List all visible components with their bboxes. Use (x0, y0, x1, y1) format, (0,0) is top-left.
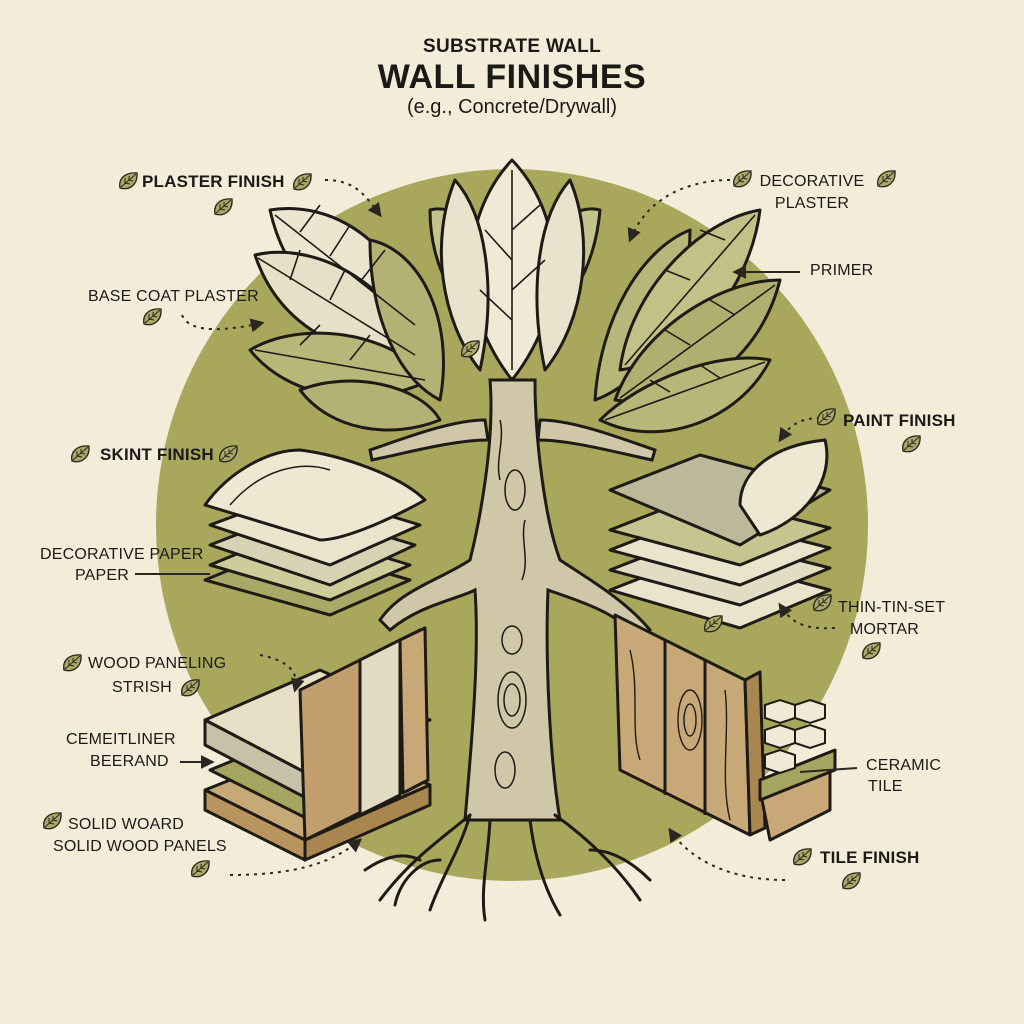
label-wood-paneling-line2: STRISH (112, 679, 172, 696)
diagram-subtitle: SUBSTRATE WALL (422, 36, 601, 57)
label-wood-paneling-line1: WOOD PANELING (88, 655, 227, 672)
label-decorative-paper-line2: PAPER (75, 567, 130, 584)
label-thin-set-line2: MORTAR (850, 621, 920, 638)
label-skint-finish: SKINT FINISH (100, 445, 214, 464)
label-solid-wood-line1: SOLID WOARD (68, 816, 184, 833)
label-tile-finish: TILE FINISH (820, 848, 920, 867)
label-plaster-finish: PLASTER FINISH (142, 172, 285, 191)
label-ceramic-tile-line1: CERAMIC (866, 757, 942, 774)
label-primer: PRIMER (810, 262, 874, 279)
label-decorative-plaster-line2: PLASTER (774, 195, 850, 212)
label-cement-liner-line2: BEERAND (90, 753, 169, 770)
label-ceramic-tile-line2: TILE (868, 778, 903, 795)
label-cement-liner-line1: CEMEITLINER (66, 731, 176, 748)
label-paint-finish: PAINT FINISH (843, 411, 956, 430)
label-solid-wood-line2: SOLID WOOD PANELS (53, 838, 227, 855)
label-decorative-paper-line1: DECORATIVE PAPER (40, 546, 204, 563)
diagram-example: (e.g., Concrete/Drywall) (406, 96, 618, 118)
label-decorative-plaster-line1: DECORATIVE (759, 173, 865, 190)
label-base-coat-plaster: BASE COAT PLASTER (88, 288, 259, 305)
diagram-title: WALL FINISHES (377, 58, 647, 96)
label-thin-set-line1: THIN-TIN-SET (838, 599, 946, 616)
